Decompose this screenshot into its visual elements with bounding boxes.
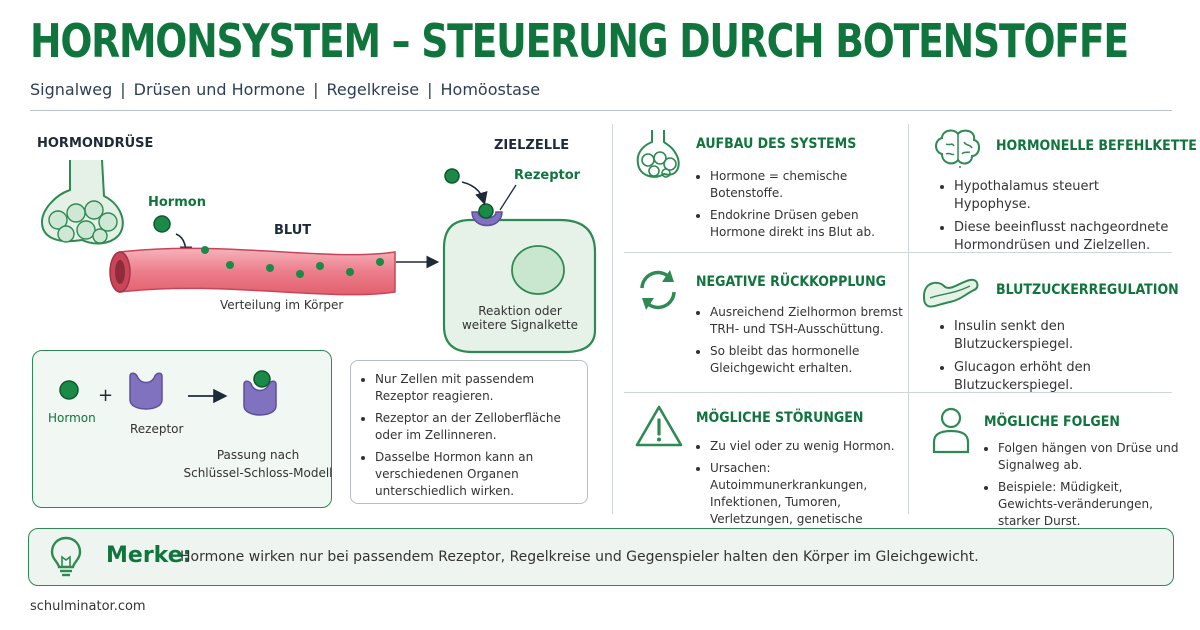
page-title: Hormonsystem – Steuerung durch Botenstof… [30,14,1129,68]
notes-box: Nur Zellen mit passendem Rezeptor reagie… [350,360,588,504]
merke-text: Hormone wirken nur bei passendem Rezepto… [180,549,979,565]
subtitle-separator: | [427,80,433,99]
section-title-befehlskette: HORMONELLE BEFEHLKETTE [996,138,1197,154]
subtitle-separator: | [313,80,319,99]
list-item: Hormone = chemische Botenstoffe. [710,168,910,202]
hormone-molecule [253,370,271,388]
lightbulb-icon [50,536,82,577]
person-icon [932,407,970,454]
signal-path-diagram [40,159,597,354]
subtitle-separator: | [120,80,126,99]
reaction-label-line: Reaktion oder [478,304,562,318]
hormone-molecule [444,168,460,184]
subtitle-item: Signalweg [30,80,113,99]
footer-site: schulminator.com [30,599,146,614]
list-item: Endokrine Drüsen geben Hormone direkt in… [710,207,910,241]
blood-vessel [109,246,396,296]
hormone-label: Hormon [148,195,206,210]
grid-divider [624,392,1172,393]
section-title-stoerungen: MÖGLICHE STÖRUNGEN [696,410,864,426]
subtitle-item: Homöostase [440,80,541,99]
merke-label: Merke: [106,543,192,568]
section-title-rueckkopplung: NEGATIVE RÜCKKOPPLUNG [696,274,887,290]
section-list-folgen: Folgen hängen von Drüse und Signalweg ab… [982,440,1183,535]
lock-receptor-label: Rezeptor [130,422,184,436]
list-item: Insulin senkt den Blutzuckerspiegel. [954,318,1179,354]
section-list-aufbau: Hormone = chemische Botenstoffe. Endokri… [694,168,910,246]
target-cell [442,218,597,354]
reaction-label: Reaktion oder weitere Signalkette [444,304,596,332]
plus-sign: + [98,385,114,406]
lock-key-box [32,350,332,508]
header-divider [30,110,1172,111]
list-item: Diese beeinflusst nachgeordnete Hormondr… [954,219,1179,255]
grid-divider [612,124,613,514]
list-item: Rezeptor an der Zelloberfläche oder im Z… [375,410,579,444]
hormone-molecule [153,215,171,233]
receptor-pointer [499,184,517,211]
list-item: Glucagon erhöht den Blutzuckerspiegel. [954,359,1179,395]
section-title-folgen: MÖGLICHE FOLGEN [984,414,1120,430]
list-item: Dasselbe Hormon kann an verschiedenen Or… [375,449,579,500]
subtitle-item: Regelkreise [326,80,420,99]
grid-divider [624,252,1172,253]
receptor [129,372,163,410]
gland-icon [636,130,680,178]
subtitle-item: Drüsen und Hormone [133,80,306,99]
cycle-arrows-icon [640,270,676,310]
section-title-blutzucker: BLUTZUCKERREGULATION [996,282,1179,298]
arrow [461,181,488,206]
section-list-blutzucker: Insulin senkt den Blutzuckerspiegel. Glu… [938,318,1179,400]
lock-hormone-label: Hormon [48,411,96,425]
hormone-molecule [59,380,79,400]
blood-label: BLUT [274,223,312,238]
hormone-molecule [478,203,494,219]
list-item: Folgen hängen von Drüse und Signalweg ab… [998,440,1183,474]
list-item: Zu viel oder zu wenig Hormon. [710,438,920,455]
lock-key-illustration [59,370,277,416]
section-list-rueckkopplung: Ausreichend Zielhormon bremst TRH- und T… [694,304,910,382]
list-item: Beispiele: Müdigkeit, Gewichts-veränderu… [998,479,1183,530]
gland-illustration [40,159,124,245]
caption-line: Passung nach [216,448,300,462]
warning-icon [635,405,683,447]
pancreas-icon [922,278,979,308]
target-cell-label: ZIELZELLE [494,138,570,153]
gland-label: HORMONDRÜSE [37,136,154,151]
caption-line: Schlüssel-Schloss-Modell [183,466,333,480]
list-item: Nur Zellen mit passendem Rezeptor reagie… [375,371,579,405]
grid-divider [908,124,909,514]
merke-box [28,528,1174,586]
section-title-aufbau: AUFBAU DES SYSTEMS [696,136,857,152]
subtitle: Signalweg | Drüsen und Hormone | Regelkreise… [30,80,540,99]
section-list-befehlskette: Hypothalamus steuert Hypophyse. Diese be… [938,178,1179,260]
list-item: Hypothalamus steuert Hypophyse. [954,178,1179,214]
distribution-label: Verteilung im Körper [220,298,344,312]
receptor-label: Rezeptor [514,168,581,183]
brain-icon [935,129,980,168]
lock-key-caption: Passung nach Schlüssel-Schloss-Modell [183,446,333,482]
notes-list: Nur Zellen mit passendem Rezeptor reagie… [359,371,579,500]
list-item: Ausreichend Zielhormon bremst TRH- und T… [710,304,910,338]
receptor [243,380,277,416]
reaction-label-line: weitere Signalkette [461,318,579,332]
list-item: So bleibt das hormonelle Gleichgewicht e… [710,343,910,377]
